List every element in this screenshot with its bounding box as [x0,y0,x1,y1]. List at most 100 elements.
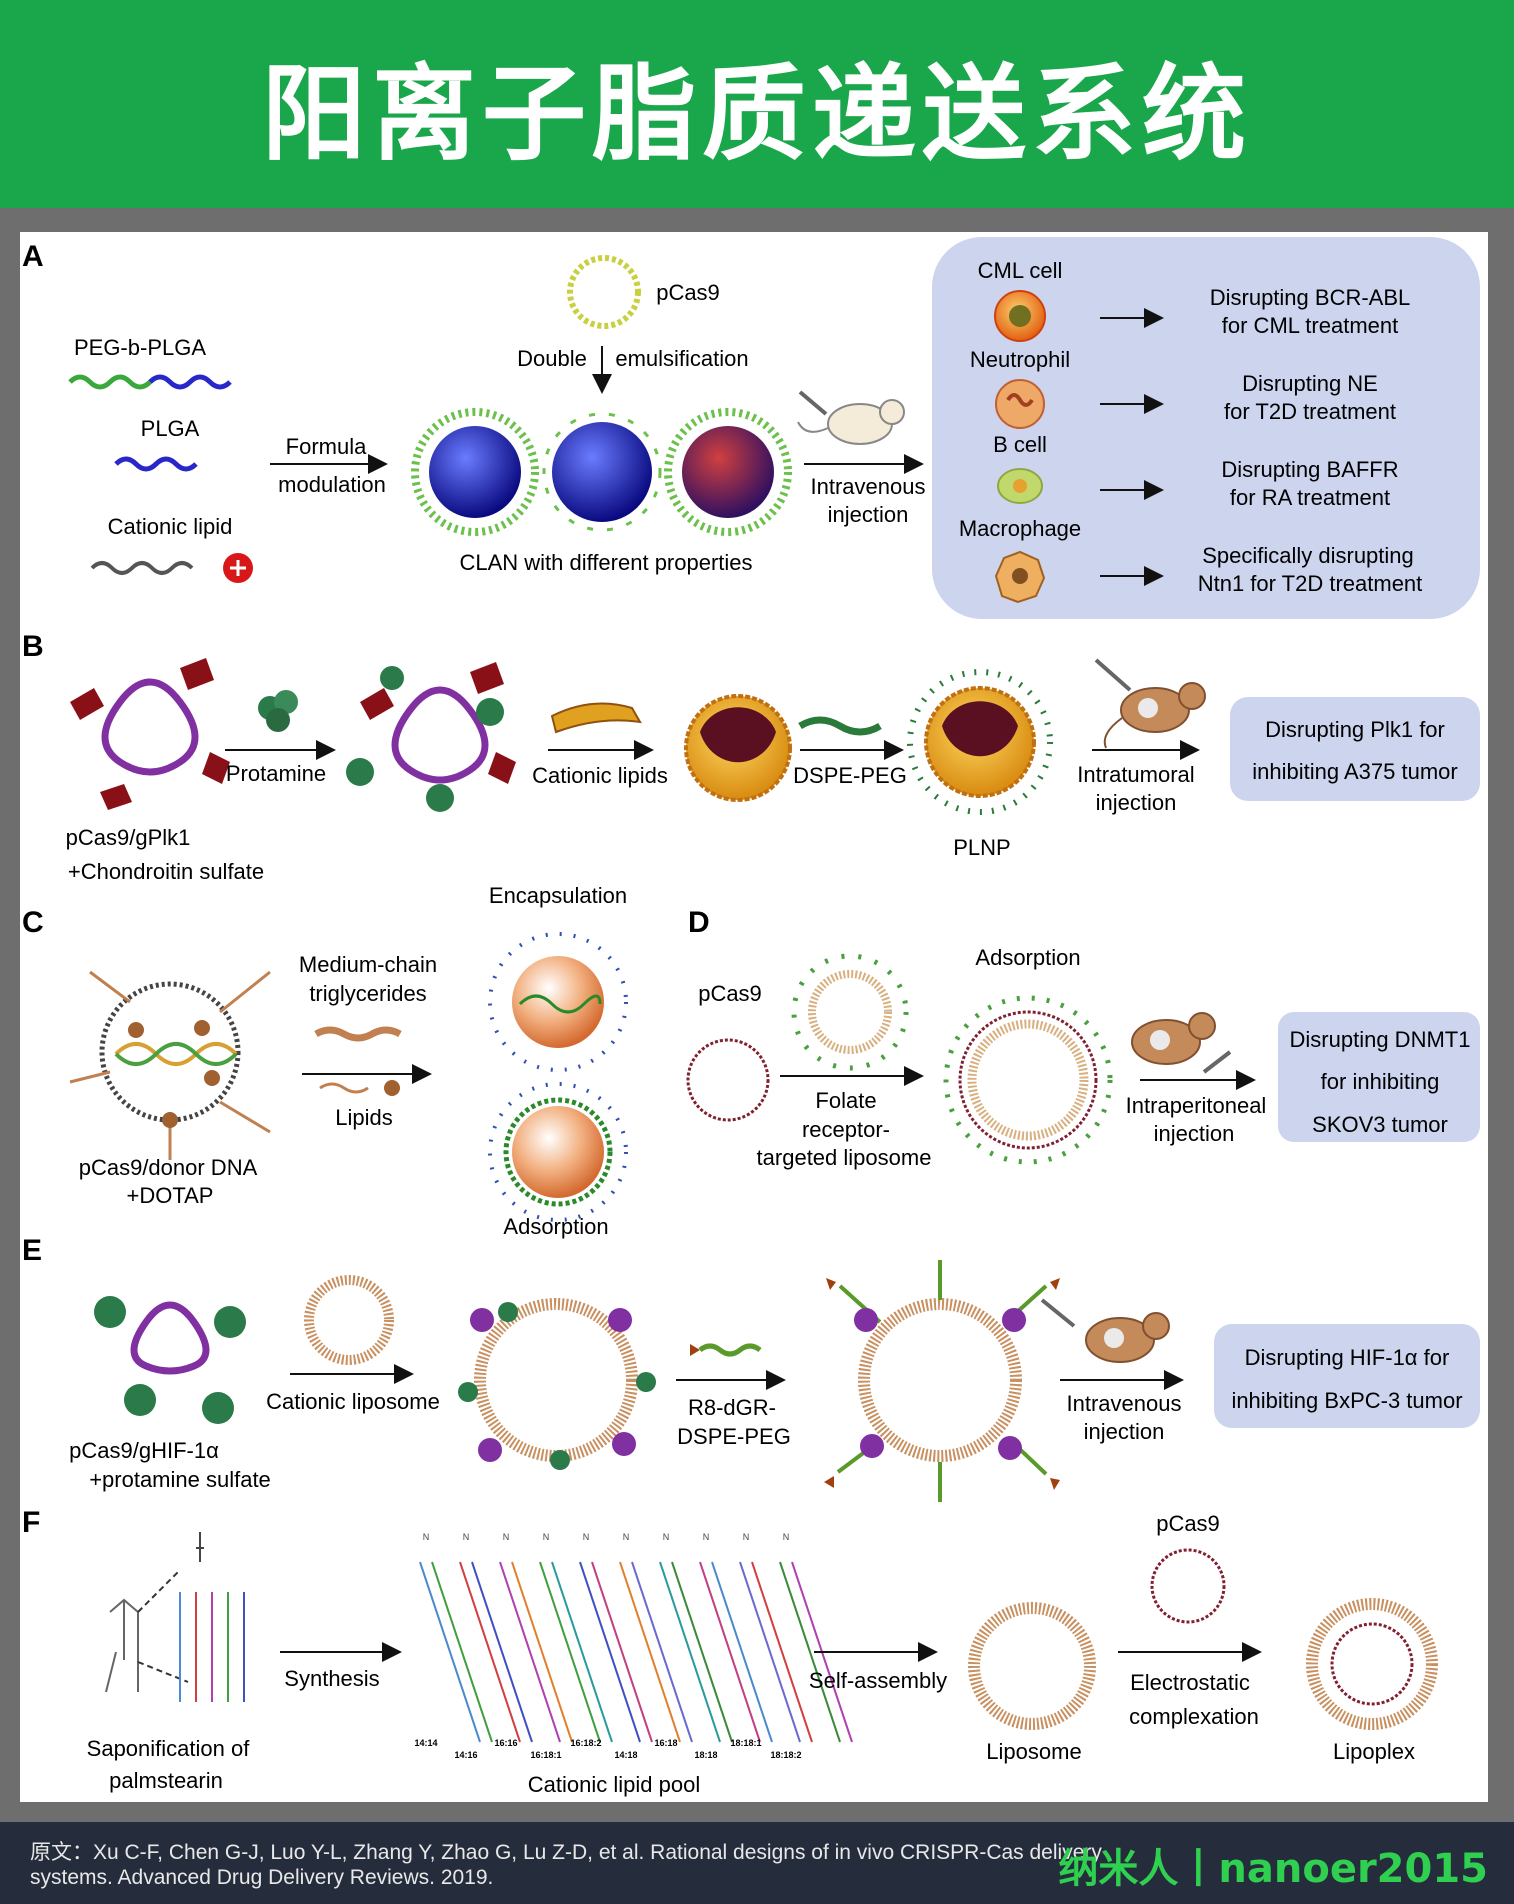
injection-label-d: injection [1154,1121,1235,1146]
peg-chain-icon [68,374,152,390]
panel-letter-b: B [22,630,44,663]
plasmid-complex-icon-b [70,658,230,810]
lipid-chain [659,1561,721,1743]
cell-result-1-line1: Disrupting NE [1242,371,1378,396]
chain-length-label: 16:18:1 [530,1750,561,1760]
lipid-chain [551,1561,613,1743]
adsorption-label-d: Adsorption [975,945,1080,970]
cationic-liposome-label: Cationic liposome [266,1389,440,1414]
lipid-chain [431,1561,493,1743]
lipid-chain [671,1561,733,1743]
mouse-icon-e [1085,1312,1170,1363]
chain-length-label: 14:18 [614,1750,637,1760]
triglyceride-icon [314,1026,402,1042]
targeted-liposome-label: targeted liposome [757,1145,932,1170]
chain-length-label: 16:18 [654,1738,677,1748]
dspe-peg-icon [798,716,882,736]
chain-length-label: 18:18:2 [770,1750,801,1760]
lipid-head-label: N [703,1532,710,1542]
saponification-label-line2: palmstearin [109,1768,223,1793]
diagram-canvas: A PEG-b-PLGA PLGA Cationic lipid Formula… [22,237,1480,1797]
syringe-icon-b [1094,658,1132,692]
result-e-line2: inhibiting BxPC-3 tumor [1231,1388,1462,1413]
adsorbed-particle-icon [488,1082,628,1222]
intravenous-label-e: Intravenous [1067,1391,1182,1416]
lipid-chain [419,1561,481,1743]
modulation-label: modulation [278,472,386,497]
lipid-chain [779,1561,841,1743]
r8-label: R8-dGR- [688,1395,776,1420]
encapsulation-label: Encapsulation [489,883,627,908]
encapsulated-particle-icon [488,932,628,1072]
modified-liposome-icon-e [824,1260,1060,1502]
donor-dna-label: pCas9/donor DNA [79,1155,258,1180]
lipid-head-label: N [543,1532,550,1542]
pcas9-label-d: pCas9 [698,981,762,1006]
lipid-chain [459,1561,521,1743]
mouse-icon-a [797,399,905,445]
lipid-chain [711,1561,773,1743]
result-b-line1: Disrupting Plk1 for [1265,717,1445,742]
cell-result-3-line1: Specifically disrupting [1202,543,1414,568]
lipid-chain [591,1561,653,1743]
folate-liposome-icon [791,953,909,1071]
protamine-icon [258,690,298,732]
lipid-chain [751,1561,813,1743]
plga-chain-icon [148,374,232,390]
lipid-head-label: N [783,1532,790,1542]
cationic-lipids-label: Cationic lipids [532,763,668,788]
lipid-icon-c [319,1082,369,1094]
cell-name-1: Neutrophil [970,347,1070,372]
panel-letter-c: C [22,906,44,939]
chain-length-label: 18:18:1 [730,1738,761,1748]
chain-length-label: 14:14 [414,1738,437,1748]
cell-name-0: CML cell [978,258,1063,283]
panel-letter-f: F [22,1506,40,1539]
plga-label: PLGA [141,416,200,441]
cell-name-3: Macrophage [959,516,1081,541]
chondroitin-label: +Chondroitin sulfate [68,859,264,884]
lipid-chain [699,1561,761,1743]
saponification-label-line1: Saponification of [87,1736,251,1761]
injection-label-e: injection [1084,1419,1165,1444]
hif-complex-icon [94,1296,246,1424]
result-d-line3: SKOV3 tumor [1312,1112,1448,1137]
chain-length-label: 16:16 [494,1738,517,1748]
cell-targets-box [932,237,1480,619]
lipid-chain [511,1561,573,1743]
intratumoral-label: Intratumoral [1077,762,1194,787]
cell-result-3-line2: Ntn1 for T2D treatment [1198,571,1423,596]
cell-result-2-line2: for RA treatment [1230,485,1390,510]
neutrophil-icon [995,379,1045,429]
dspe-peg-label-b: DSPE-PEG [793,763,907,788]
lipid-chain [579,1561,641,1743]
intraperitoneal-label: Intraperitoneal [1126,1093,1267,1118]
injection-label-b: injection [1096,790,1177,815]
lipid-head-label: N [503,1532,510,1542]
cell-result-0-line2: for CML treatment [1222,313,1398,338]
r8-peptide-icon [698,1343,762,1357]
emulsification-label: emulsification [615,346,748,371]
folate-label: Folate [815,1088,876,1113]
lipid-head-label: N [663,1532,670,1542]
result-box-e [1214,1324,1480,1428]
plnp-label: PLNP [953,835,1010,860]
pcas9-plasmid-icon-d [686,1038,770,1122]
page-title: 阳离子脂质递送系统 [261,52,1252,175]
chain-length-label: 14:16 [454,1750,477,1760]
brand-watermark: 纳米人丨nanoer2015 [1058,1846,1488,1892]
cell-result-1-line2: for T2D treatment [1224,399,1396,424]
plnp-particle-icon [907,669,1053,815]
liposome-icon-f [968,1602,1096,1730]
cell-result-2-line1: Disrupting BAFFR [1221,457,1398,482]
result-e-line1: Disrupting HIF-1α for [1245,1345,1450,1370]
intravenous-label-a: Intravenous [811,474,926,499]
lipoplex-label: Lipoplex [1333,1739,1415,1764]
dotap-label: +DOTAP [126,1183,213,1208]
clan-particle-2 [542,412,662,532]
header-banner: 阳离子脂质递送系统 [0,0,1514,208]
protamine-sulfate-label: +protamine sulfate [89,1467,271,1492]
lipoplex-icon [1306,1598,1438,1730]
citation-text: 原文：Xu C-F, Chen G-J, Luo Y-L, Zhang Y, Z… [30,1841,1102,1889]
pcas9-label-a: pCas9 [656,280,720,305]
